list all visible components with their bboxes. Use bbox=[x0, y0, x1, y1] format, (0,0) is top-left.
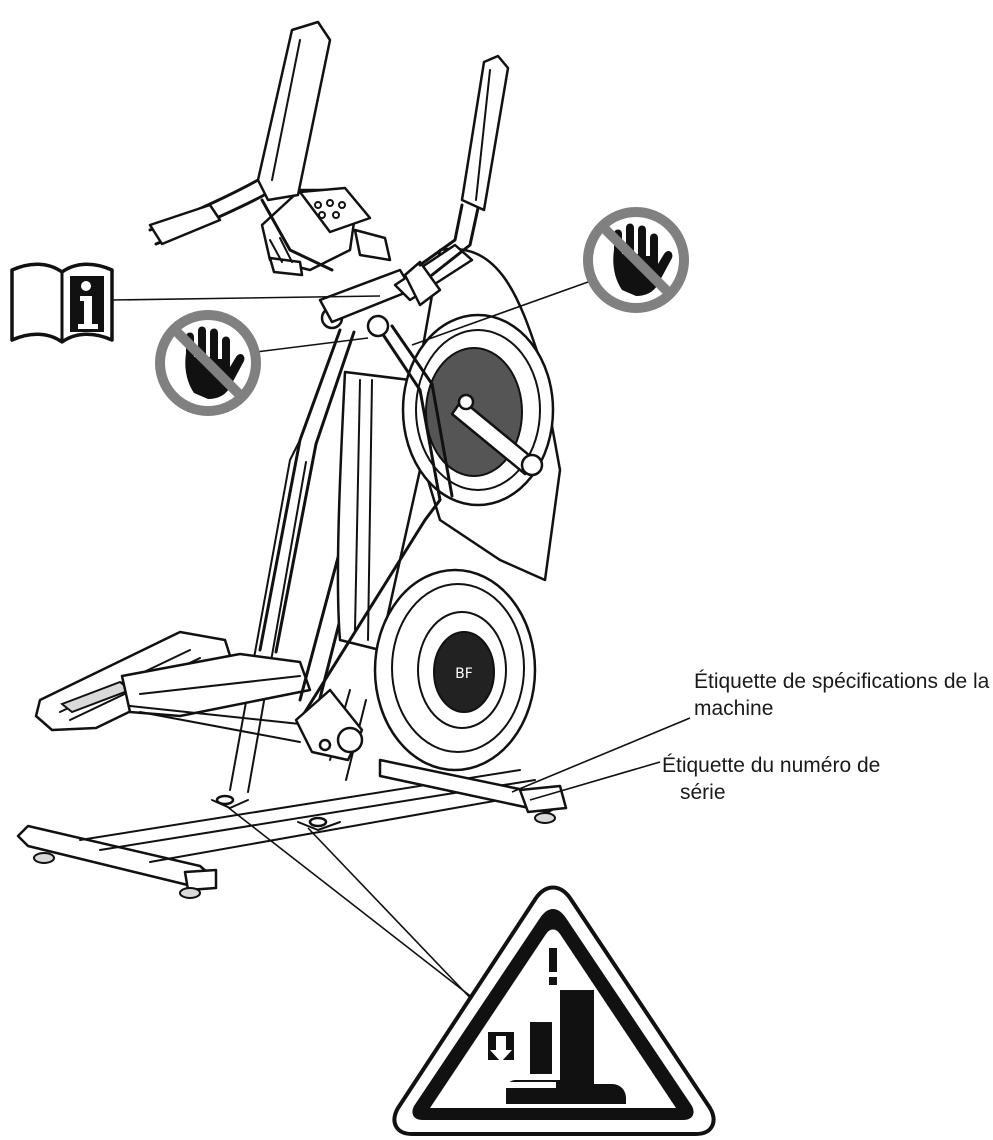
base-frame bbox=[16, 758, 568, 899]
machine-spec-label-callout: Étiquette de spécifications de la machin… bbox=[694, 668, 989, 722]
console bbox=[260, 186, 392, 277]
svg-text:BF: BF bbox=[455, 666, 473, 682]
serial-number-label-line2: série bbox=[680, 781, 726, 804]
upper-flywheel bbox=[401, 313, 555, 507]
leader-lines bbox=[111, 281, 691, 1007]
lower-flywheel: BF bbox=[373, 568, 537, 772]
read-manual-icon bbox=[10, 262, 114, 344]
right-handlebar bbox=[418, 54, 510, 277]
serial-number-label-line1: Étiquette du numéro de bbox=[662, 754, 881, 777]
no-hand-icon bbox=[155, 310, 261, 416]
no-hand-icon bbox=[583, 207, 689, 313]
machine-spec-label-line1: Étiquette de spécifications de la bbox=[694, 670, 990, 693]
elliptical-machine: BF bbox=[16, 20, 568, 899]
left-handlebar bbox=[148, 20, 334, 272]
serial-number-label-callout: Étiquette du numéro de série bbox=[662, 752, 880, 806]
foot-crush-warning-icon bbox=[392, 885, 716, 1136]
machine-spec-label-line2: machine bbox=[694, 697, 774, 720]
